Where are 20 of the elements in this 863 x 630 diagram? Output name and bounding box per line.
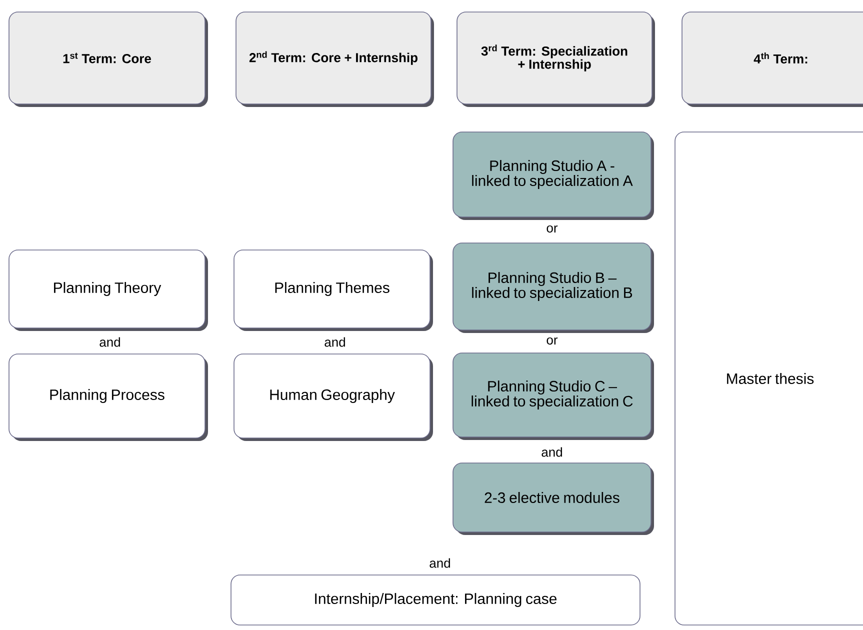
connector-word: and: [430, 558, 450, 568]
term-header-box: 3$^{rd}$ Term: Specialization + Internship: [456, 12, 655, 107]
connector-word: and: [542, 447, 562, 457]
module-box: 2-3 elective modules: [452, 462, 654, 535]
term-header-box: 2$^{nd}$ Term: Core + Internship: [236, 12, 434, 107]
course-box: Planning Process: [8, 354, 208, 441]
term-header-box: 4$^{th}$ Term:: [682, 12, 863, 107]
course-box: Internship/Placement: Planning case: [230, 574, 640, 626]
module-box: Planning Studio B – linked to specialization B: [452, 242, 654, 333]
connector-word: and: [100, 337, 120, 347]
course-box: Planning Themes: [234, 250, 433, 331]
term-header-box: 1$^{st}$ Term: Core: [8, 12, 208, 107]
course-box: Human Geography: [234, 354, 433, 441]
connector-word: and: [324, 337, 345, 347]
course-box: Master thesis: [674, 132, 863, 626]
course-box: Planning Theory: [8, 250, 208, 331]
connector-word: or: [546, 337, 558, 345]
module-box: Planning Studio C – linked to specialization C: [452, 352, 654, 440]
connector-word: or: [546, 225, 558, 233]
module-box: Planning Studio A - linked to specialization A: [452, 132, 654, 220]
